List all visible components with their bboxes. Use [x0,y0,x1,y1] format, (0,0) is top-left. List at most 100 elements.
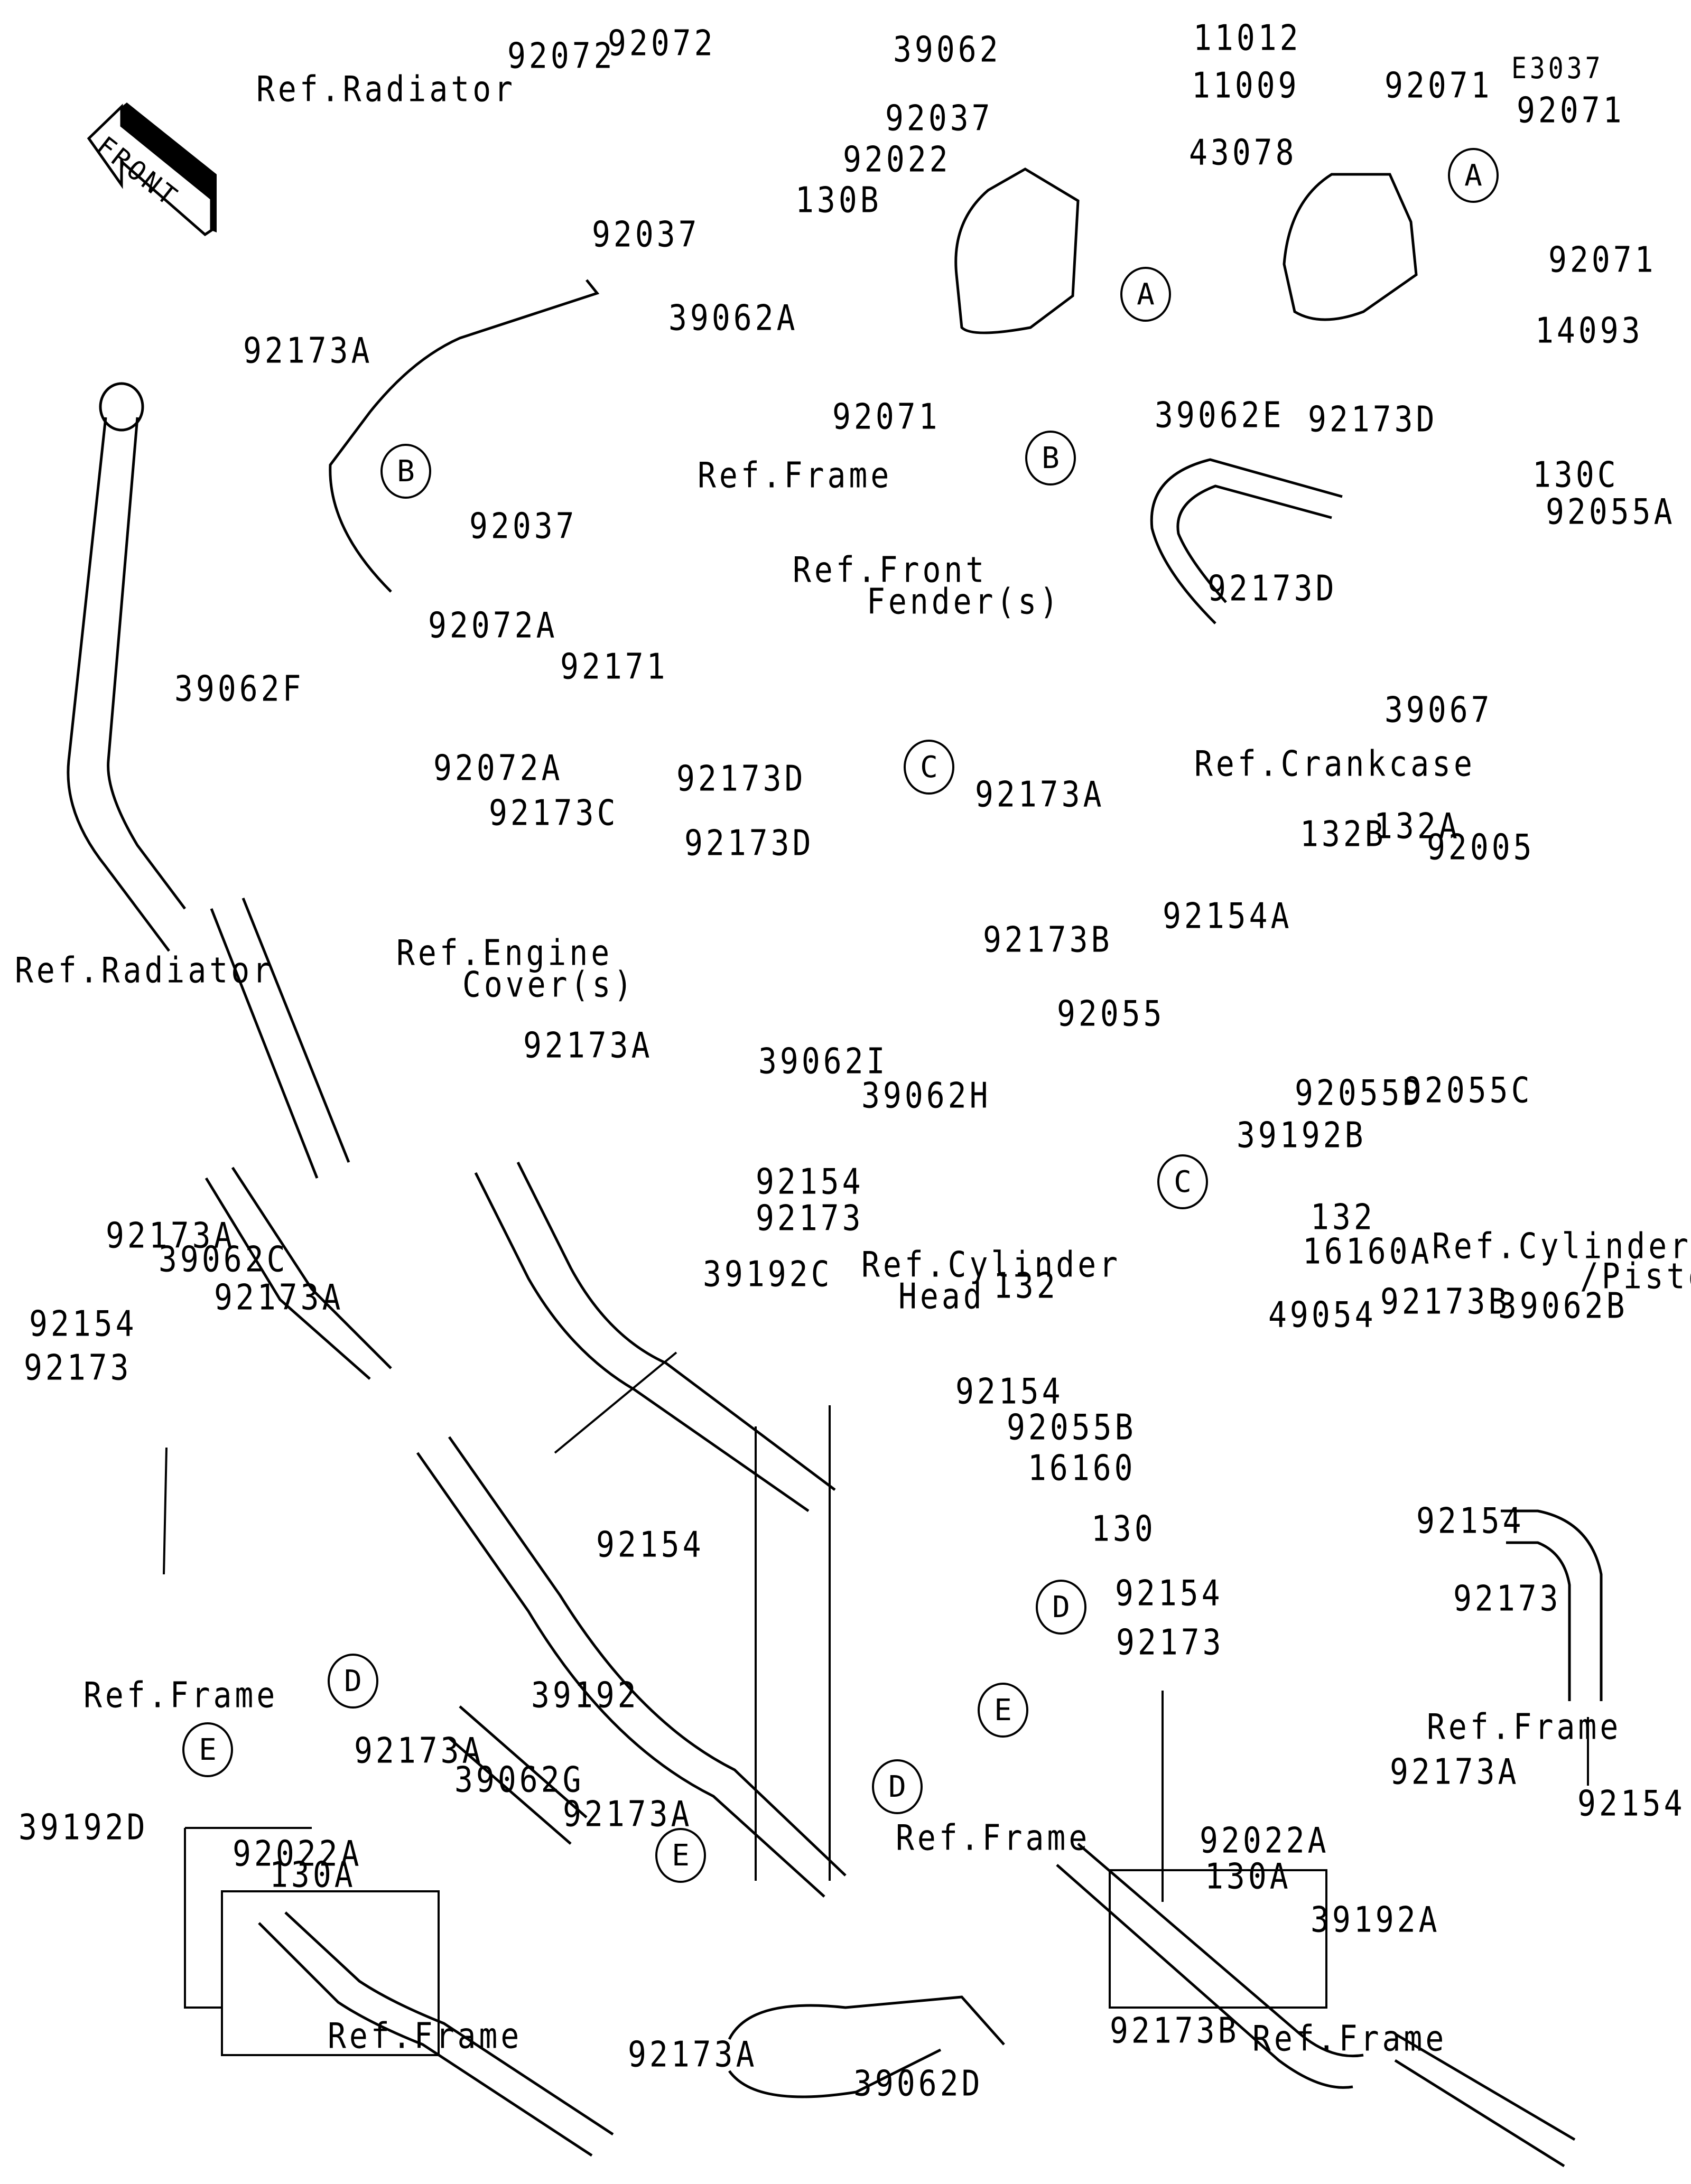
part-label[interactable]: Ref.Engine [396,932,613,974]
part-label[interactable]: 92005 [1427,826,1535,868]
part-label[interactable]: 92173A [563,1793,693,1835]
part-label[interactable]: 39192C [703,1253,833,1295]
part-label[interactable]: Ref.Cylinder [861,1244,1121,1285]
part-label[interactable]: 92037 [592,213,700,255]
part-label[interactable]: 92173A [975,773,1105,815]
part-label[interactable]: 39192B [1237,1114,1367,1156]
part-label[interactable]: 92072 [608,22,716,64]
part-label[interactable]: 39192D [18,1806,148,1848]
part-label[interactable]: Ref.Radiator [256,68,516,110]
part-label[interactable]: 92071 [1385,64,1493,106]
part-label[interactable]: Ref.Cylinder [1432,1225,1691,1267]
part-label[interactable]: Head [898,1275,985,1317]
part-label[interactable]: 92154 [955,1370,1064,1412]
part-label[interactable]: 92055B [1007,1406,1137,1448]
part-label[interactable]: 92072 [507,35,616,77]
part-label[interactable]: 92173D [1308,398,1438,440]
part-label[interactable]: Ref.Frame [896,1817,1091,1859]
part-label[interactable]: 92171 [560,646,668,687]
part-label[interactable]: 92173A [214,1276,344,1318]
part-label[interactable]: 92055D [1295,1072,1425,1114]
part-label[interactable]: 16160 [1028,1447,1136,1489]
part-label[interactable]: 43078 [1189,132,1297,173]
part-label[interactable]: 92154 [29,1303,137,1345]
part-label[interactable]: 39062G [454,1759,584,1800]
part-label[interactable]: Ref.Frame [83,1674,278,1716]
part-label[interactable]: 92173A [354,1730,484,1771]
part-label[interactable]: 39062F [174,668,304,710]
part-label[interactable]: 49054 [1268,1294,1377,1336]
part-label[interactable]: 92173 [756,1197,864,1239]
part-label[interactable]: 92071 [832,396,941,437]
part-label[interactable]: 132A [1374,805,1461,847]
part-label[interactable]: Ref.Crankcase [1194,743,1475,785]
part-label[interactable]: 92022A [233,1833,363,1874]
part-label[interactable]: 92173D [684,822,814,864]
part-label[interactable]: 39062A [668,297,798,339]
part-label[interactable]: 92173C [489,792,619,834]
part-label[interactable]: 92071 [1548,239,1657,281]
part-label[interactable]: 92173B [1110,2010,1240,2051]
part-label[interactable]: 92022 [843,138,951,180]
part-label[interactable]: Cover(s) [462,964,636,1005]
callout-d: D [1036,1580,1086,1635]
part-label[interactable]: 11012 [1193,17,1302,59]
part-label[interactable]: 92173A [1390,1751,1520,1793]
part-label[interactable]: 92154 [1577,1782,1686,1824]
part-label[interactable]: 132 [1311,1196,1376,1238]
part-label[interactable]: 132B [1300,813,1387,855]
part-label[interactable]: 92037 [469,505,578,547]
part-label[interactable]: 92154A [1163,895,1293,937]
part-label[interactable]: Ref.Frame [328,2015,523,2057]
part-label[interactable]: 14093 [1535,310,1643,351]
part-label[interactable]: 92173B [1380,1281,1510,1322]
part-label[interactable]: Fender(s) [867,581,1062,622]
part-label[interactable]: 132 [993,1265,1058,1306]
part-label[interactable]: 39062E [1155,394,1285,436]
part-label[interactable]: 130 [1091,1508,1156,1550]
part-label[interactable]: Ref.Front [793,549,988,591]
part-label[interactable]: Ref.Frame [1427,1706,1622,1748]
part-label[interactable]: /Piston(s) [1580,1255,1691,1297]
part-label[interactable]: 39062 [893,29,1001,70]
part-label[interactable]: 39062C [159,1238,289,1280]
part-label[interactable]: 92173 [24,1347,132,1388]
part-label[interactable]: 130B [795,179,882,221]
part-label[interactable]: 92154 [756,1161,864,1202]
part-label[interactable]: 92173A [523,1024,653,1066]
part-label[interactable]: 130A [270,1854,356,1896]
part-label[interactable]: 92072A [428,604,558,646]
part-label[interactable]: 39062D [853,2062,983,2104]
part-label[interactable]: 92173A [628,2033,758,2075]
part-label[interactable]: 130A [1205,1855,1292,1897]
part-label[interactable]: 92173D [1207,567,1337,609]
part-label[interactable]: 92072A [433,747,563,789]
part-label[interactable]: Ref.Frame [1252,2018,1447,2059]
part-label[interactable]: 92055C [1403,1069,1533,1111]
part-label[interactable]: 92071 [1517,89,1625,131]
part-label[interactable]: 92022A [1200,1819,1330,1861]
part-label[interactable]: 92037 [885,97,993,139]
part-label[interactable]: 92055A [1546,491,1676,533]
part-label[interactable]: 39062B [1498,1285,1628,1327]
part-label[interactable]: 39062I [758,1040,888,1082]
part-label[interactable]: 92173B [983,919,1113,960]
part-label[interactable]: 39192 [531,1674,639,1716]
part-label[interactable]: 92173A [243,330,373,371]
part-label[interactable]: 39062H [861,1075,991,1116]
part-label[interactable]: 39192A [1311,1899,1441,1940]
part-label[interactable]: 92154 [596,1524,704,1565]
part-label[interactable]: Ref.Frame [698,454,893,496]
part-label[interactable]: 92055 [1057,993,1165,1034]
part-label[interactable]: Ref.Radiator [15,949,275,991]
part-label[interactable]: 92173A [106,1215,236,1256]
part-label[interactable]: 92154 [1115,1572,1223,1614]
part-label[interactable]: 130C [1532,454,1619,496]
part-label[interactable]: 92173 [1116,1621,1224,1663]
part-label[interactable]: 11009 [1192,64,1300,106]
part-label[interactable]: 16160A [1303,1230,1433,1272]
part-label[interactable]: 39067 [1385,689,1493,731]
part-label[interactable]: 92154 [1416,1500,1525,1542]
part-label[interactable]: 92173D [676,758,806,799]
part-label[interactable]: 92173 [1453,1578,1562,1619]
